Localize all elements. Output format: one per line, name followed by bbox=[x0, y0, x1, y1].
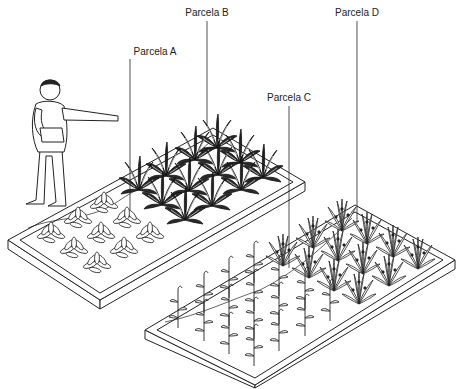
plant bbox=[192, 172, 232, 210]
leader-lines bbox=[130, 21, 357, 268]
plant bbox=[175, 126, 215, 164]
plant bbox=[90, 192, 119, 214]
person-figure bbox=[26, 80, 118, 206]
plant bbox=[270, 309, 288, 351]
plant bbox=[325, 199, 359, 231]
plant bbox=[198, 141, 238, 179]
leader-line bbox=[289, 106, 290, 268]
plant bbox=[221, 156, 261, 194]
dark-leaf-plants bbox=[119, 114, 283, 224]
plant bbox=[401, 237, 435, 269]
plant bbox=[64, 207, 93, 229]
plant bbox=[169, 286, 187, 328]
plant bbox=[119, 156, 159, 194]
stalk-plants bbox=[169, 241, 339, 366]
plant bbox=[87, 222, 116, 244]
plant bbox=[266, 234, 300, 266]
plant bbox=[296, 294, 314, 336]
lettuce-plants bbox=[37, 192, 165, 274]
plot-label: Parcela D bbox=[333, 7, 381, 19]
plant bbox=[169, 157, 209, 195]
leader-line bbox=[207, 21, 208, 126]
plant bbox=[83, 252, 112, 274]
plant bbox=[321, 229, 355, 261]
plot-label: Parcela A bbox=[132, 46, 179, 58]
plant bbox=[110, 237, 139, 259]
plant bbox=[142, 171, 182, 209]
plant bbox=[321, 279, 339, 321]
plant bbox=[372, 254, 406, 286]
plant bbox=[60, 237, 89, 259]
plant bbox=[37, 222, 66, 244]
plant bbox=[296, 216, 330, 248]
plant bbox=[243, 144, 283, 182]
bushy-plants bbox=[266, 199, 435, 304]
plant bbox=[350, 212, 384, 244]
plot-label: Parcela B bbox=[183, 7, 230, 19]
plant bbox=[195, 299, 213, 341]
raised-bed bbox=[145, 205, 455, 388]
plant bbox=[317, 259, 351, 291]
plant bbox=[165, 186, 205, 224]
plant bbox=[245, 324, 263, 366]
plant bbox=[136, 222, 165, 244]
plant bbox=[197, 114, 237, 152]
plant bbox=[146, 142, 186, 180]
leader-line bbox=[357, 21, 358, 222]
leader-line bbox=[130, 59, 131, 210]
plant bbox=[113, 207, 142, 229]
plot-label: Parcela C bbox=[265, 92, 313, 104]
plant bbox=[346, 242, 380, 274]
plant bbox=[342, 272, 376, 304]
plant bbox=[376, 225, 410, 257]
plant bbox=[220, 129, 260, 167]
plant bbox=[292, 246, 326, 278]
plant bbox=[220, 312, 238, 354]
